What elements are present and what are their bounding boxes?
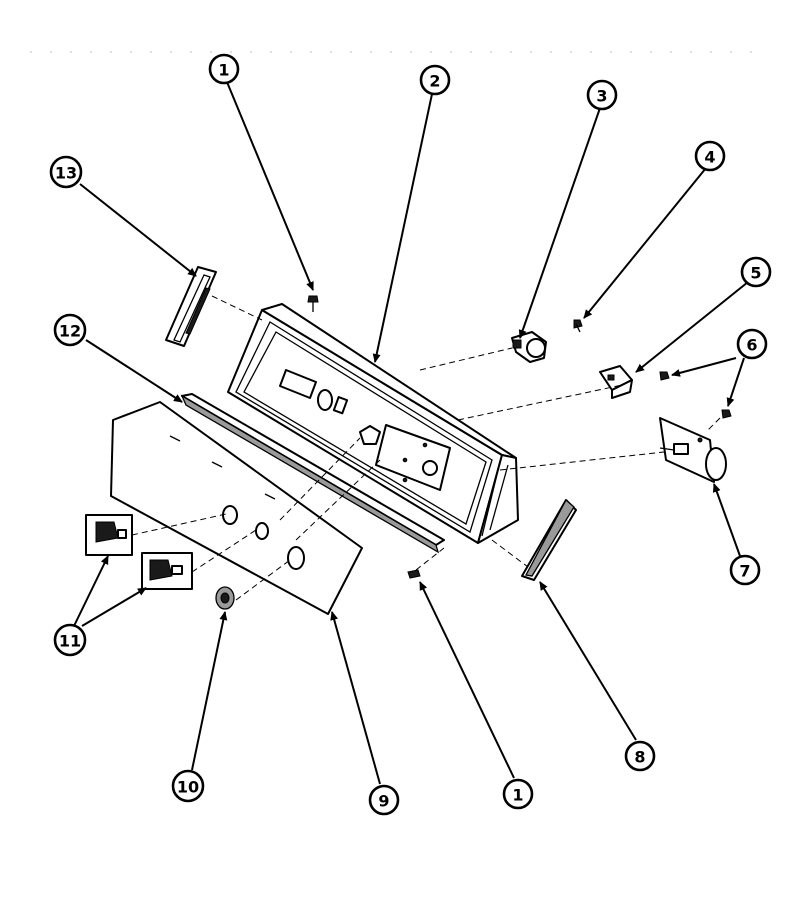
callout-1-bottom: 1	[502, 778, 534, 810]
callout-label: 11	[59, 632, 81, 651]
part-small-knob	[215, 586, 235, 610]
callout-label: 13	[55, 164, 77, 183]
callout-10: 10	[171, 769, 205, 803]
part-screw-1-top	[307, 295, 319, 312]
callout-label: 1	[512, 786, 523, 805]
callout-label: 5	[750, 264, 761, 283]
callout-8: 8	[624, 740, 656, 772]
callout-label: 6	[746, 336, 757, 355]
callout-11: 11	[53, 623, 87, 657]
part-screw-4	[573, 319, 583, 333]
callout-label: 8	[634, 748, 645, 767]
callout-3: 3	[586, 79, 618, 111]
part-left-end-cap	[165, 266, 217, 347]
callout-4: 4	[694, 140, 726, 172]
callout-9: 9	[368, 784, 400, 816]
callout-2: 2	[419, 64, 451, 96]
callout-12: 12	[53, 313, 87, 347]
part-knob-box-lower	[141, 552, 193, 590]
part-trim-strip	[180, 393, 445, 554]
part-control-panel	[110, 401, 363, 615]
callout-label: 2	[429, 72, 440, 91]
callout-5: 5	[740, 256, 772, 288]
callout-label: 9	[378, 792, 389, 811]
callout-7: 7	[729, 554, 761, 586]
part-timer	[659, 417, 727, 483]
callout-label: 4	[704, 148, 715, 167]
callout-6: 6	[736, 328, 768, 360]
part-screw-1-bottom	[407, 569, 421, 579]
callout-label: 10	[177, 778, 199, 797]
callout-label: 7	[739, 562, 750, 581]
part-knob-box-upper	[85, 514, 133, 556]
part-right-end-cap	[521, 498, 577, 581]
callout-label: 3	[596, 87, 607, 106]
assembly-lines	[131, 295, 721, 601]
part-console-housing	[227, 303, 519, 544]
part-bracket	[599, 365, 633, 399]
leader-lines	[73, 81, 749, 785]
part-screw-6a	[659, 371, 670, 381]
callout-13: 13	[49, 155, 83, 189]
callout-label: 12	[59, 322, 81, 341]
part-screw-6b	[721, 409, 732, 419]
callout-1-top: 1	[208, 53, 240, 85]
part-switch	[511, 331, 547, 363]
callout-label: 1	[218, 61, 229, 80]
